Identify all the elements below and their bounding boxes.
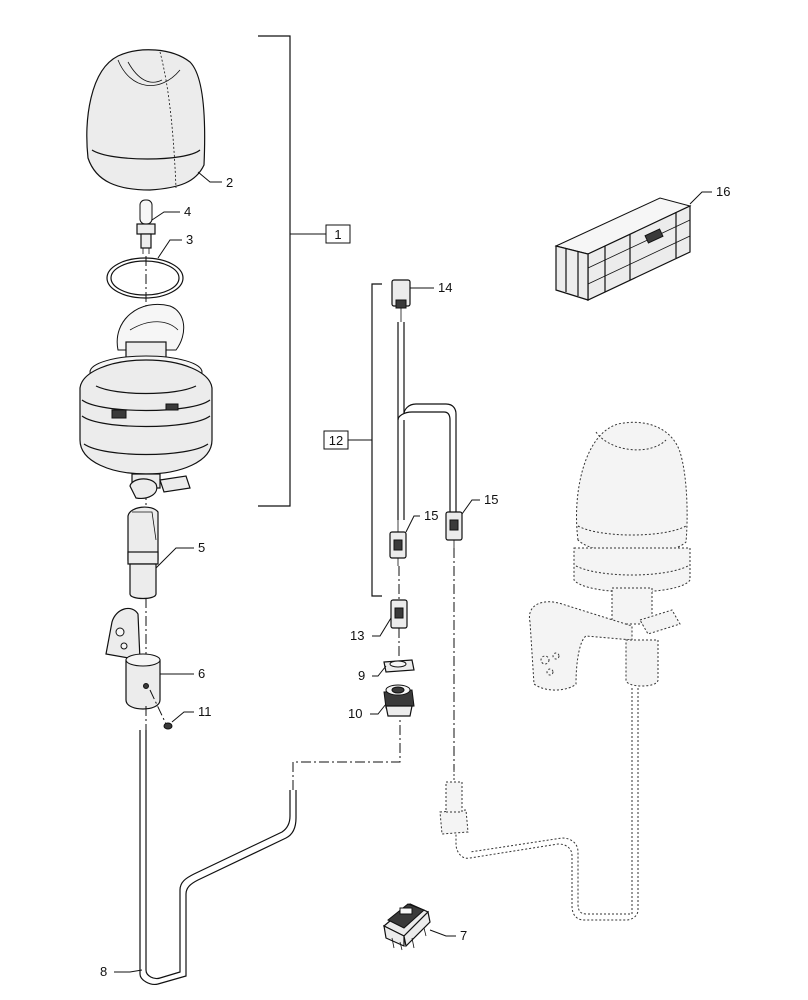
power-socket	[383, 684, 415, 717]
callout-11: 11	[198, 704, 212, 719]
beacon-lens-dome	[86, 49, 206, 191]
callout-9: 9	[358, 668, 365, 683]
callout-12: 12	[329, 433, 343, 448]
mounting-socket	[105, 607, 161, 710]
wiring-harness: 12	[323, 279, 463, 770]
callout-2: 2	[226, 175, 233, 190]
callout-15-right: 15	[484, 492, 498, 507]
mounting-pin	[127, 506, 159, 600]
callout-13: 13	[350, 628, 364, 643]
callout-15-left: 15	[424, 508, 438, 523]
beacon-base	[79, 303, 213, 499]
callout-4: 4	[184, 204, 191, 219]
callout-10: 10	[348, 706, 362, 721]
power-cable	[139, 706, 401, 985]
callout-7: 7	[460, 928, 467, 943]
assembled-beacon-reference	[439, 421, 691, 921]
callout-1: 1	[334, 227, 341, 242]
retaining-nut	[383, 659, 415, 673]
callout-3: 3	[186, 232, 193, 247]
callout-5: 5	[198, 540, 205, 555]
callout-14: 14	[438, 280, 452, 295]
callout-8: 8	[100, 964, 107, 979]
set-screw	[149, 689, 173, 730]
callout-labels: 2 4 3 5 6 11 8 14 15 15 13 9 10 7 16	[100, 171, 730, 979]
assembly-bracket-1: 1	[258, 35, 351, 507]
callout-16: 16	[716, 184, 730, 199]
kit-crate	[554, 197, 692, 301]
callout-6: 6	[198, 666, 205, 681]
halogen-bulb	[136, 199, 156, 254]
rocker-switch	[382, 903, 431, 951]
o-ring	[106, 257, 184, 299]
